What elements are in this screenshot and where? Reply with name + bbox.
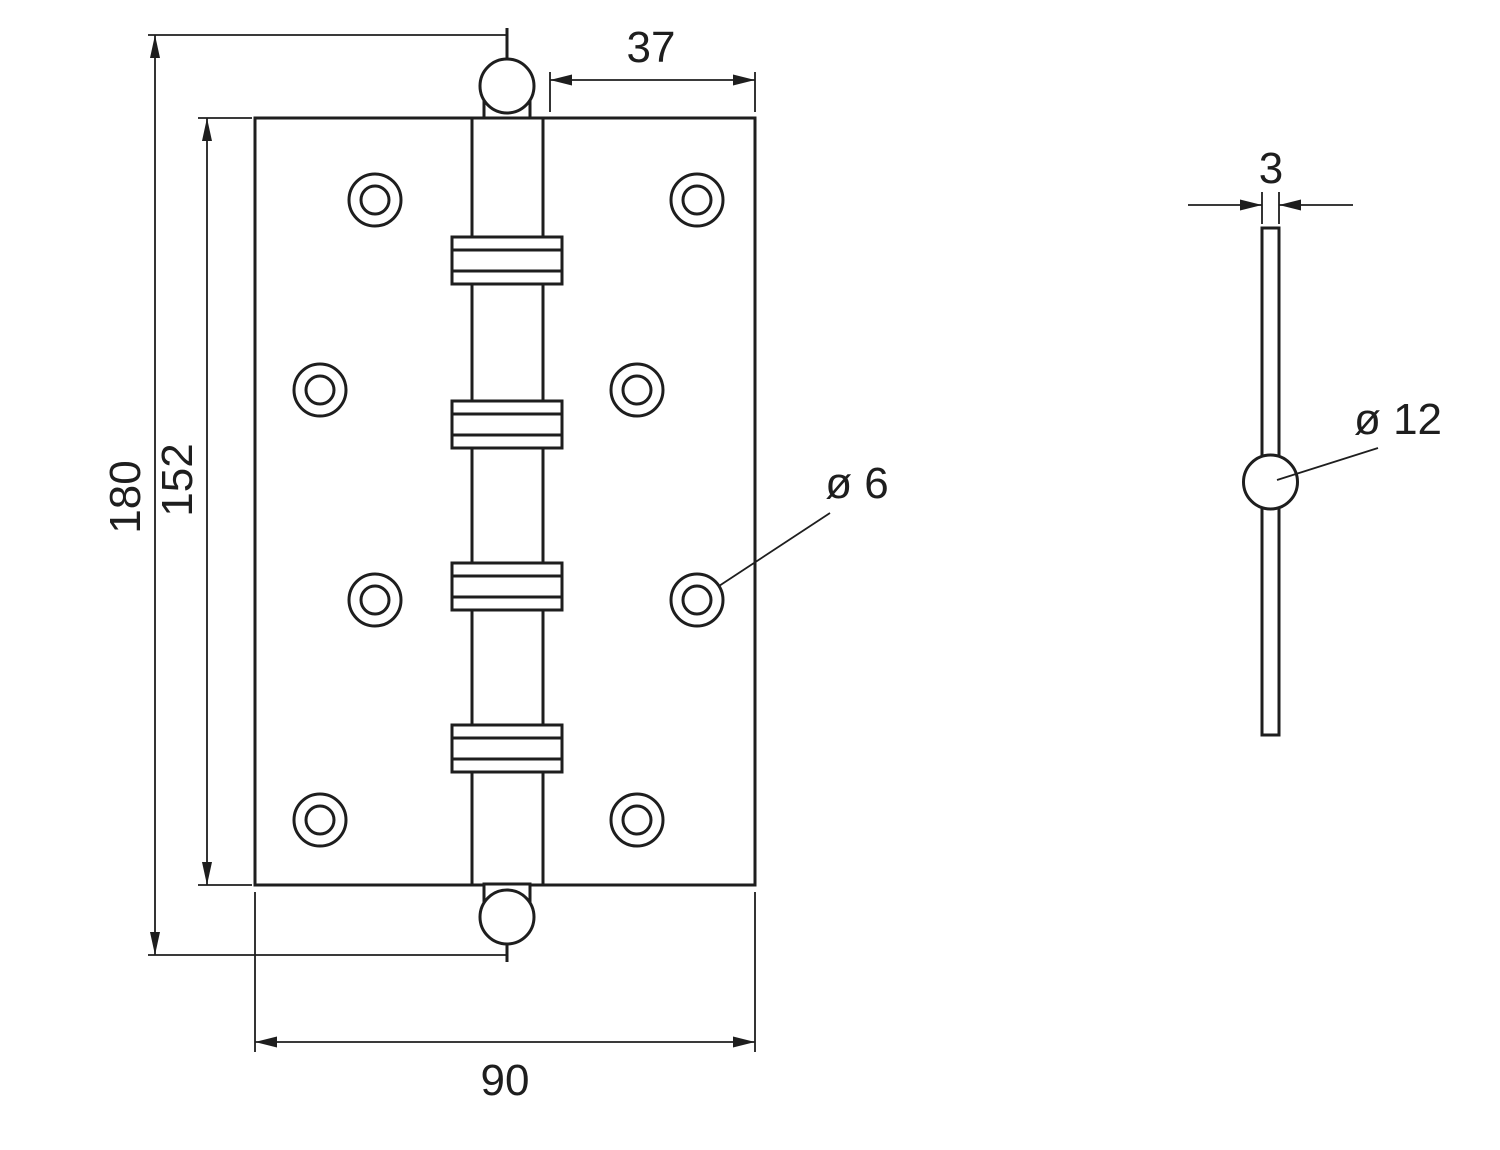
- leader-line: [718, 512, 831, 587]
- dimension-plate-height: 152: [153, 117, 252, 886]
- arrowhead-up: [202, 118, 212, 141]
- pin-finial-bottom: [478, 888, 536, 946]
- side-view: 3 ø 12: [1188, 144, 1442, 737]
- dim-label-total-height: 180: [101, 460, 150, 533]
- knuckle-3: [450, 561, 564, 612]
- screw-hole: [292, 362, 348, 418]
- dim-label-plate-height: 152: [153, 443, 202, 516]
- screw-hole: [609, 362, 665, 418]
- arrowhead-down: [150, 932, 160, 955]
- arrowhead-right: [1240, 199, 1262, 211]
- dimension-leaf-width: 37: [549, 23, 756, 112]
- arrowhead-right: [733, 1036, 755, 1048]
- leader-line: [1276, 447, 1379, 481]
- knuckle-2: [450, 399, 564, 450]
- knuckle-4: [450, 723, 564, 774]
- knuckle-1: [450, 235, 564, 286]
- arrowhead-right: [733, 74, 755, 86]
- dimension-thickness: 3: [1188, 144, 1353, 224]
- screw-hole: [347, 572, 403, 628]
- dim-label-total-width: 90: [481, 1056, 530, 1105]
- screw-hole: [669, 172, 725, 228]
- dim-label-leaf-width: 37: [627, 23, 676, 72]
- screw-hole: [292, 792, 348, 848]
- arrowhead-up: [150, 35, 160, 58]
- knuckle-body: [450, 399, 564, 450]
- screw-hole: [609, 792, 665, 848]
- callout-knuckle-diameter: ø 12: [1276, 395, 1442, 481]
- knuckle-body: [450, 723, 564, 774]
- knuckle-body: [450, 561, 564, 612]
- front-view: 180 152 37 90: [101, 23, 889, 1105]
- screw-hole: [347, 172, 403, 228]
- arrowhead-left: [1279, 199, 1301, 211]
- hole-diameter-label: ø 6: [825, 459, 889, 508]
- screw-hole: [669, 572, 725, 628]
- dimension-total-width: 90: [254, 892, 756, 1105]
- callout-hole-diameter: ø 6: [718, 459, 889, 587]
- dimension-total-height: 180: [101, 34, 507, 956]
- knuckle-body: [450, 235, 564, 286]
- pin-finial-top: [478, 57, 536, 115]
- arrowhead-left: [255, 1036, 277, 1048]
- knuckle-diameter-label: ø 12: [1354, 395, 1442, 444]
- knuckle-side-profile: [1242, 453, 1299, 511]
- dim-label-thickness: 3: [1259, 144, 1283, 193]
- arrowhead-left: [550, 74, 572, 86]
- screw-holes: [292, 172, 725, 848]
- arrowhead-down: [202, 862, 212, 885]
